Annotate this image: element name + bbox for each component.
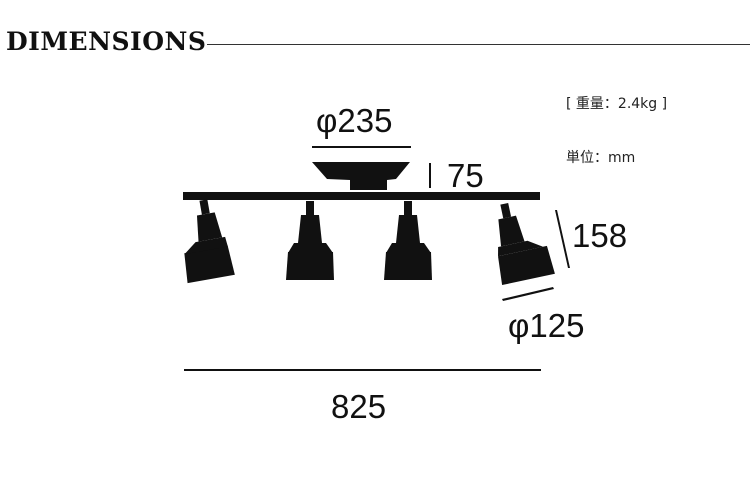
total-width-label: 825 xyxy=(331,388,387,425)
spot-light-3 xyxy=(384,201,432,280)
shade-height-line xyxy=(555,210,570,268)
canopy-height-line xyxy=(429,163,431,188)
weight-spec: [ 重量：2.4kg ] xyxy=(566,96,668,112)
unit-spec: 単位：mm xyxy=(566,150,636,166)
spot-light-1 xyxy=(184,199,235,284)
spot-light-4 xyxy=(498,202,555,286)
section-title: DIMENSIONS xyxy=(6,27,207,56)
shade-height-label: 158 xyxy=(572,217,628,254)
shade-diameter-label: φ125 xyxy=(508,307,585,344)
spot-light-2 xyxy=(286,201,334,280)
shade-diameter-line xyxy=(502,287,554,301)
canopy-diameter-label: φ235 xyxy=(316,102,393,139)
section-header: DIMENSIONS xyxy=(6,27,750,61)
canopy-diameter-line xyxy=(312,146,411,148)
canopy-height-label: 75 xyxy=(447,157,484,194)
header-divider xyxy=(207,44,750,45)
canopy xyxy=(312,162,410,190)
ceiling-bar xyxy=(183,192,540,200)
total-width-line xyxy=(184,369,541,371)
